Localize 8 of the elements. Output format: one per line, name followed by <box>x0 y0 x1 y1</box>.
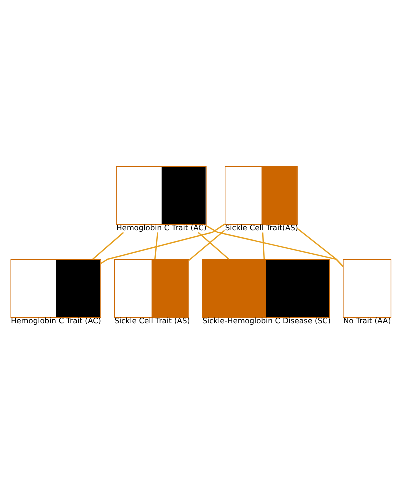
connector <box>198 232 230 260</box>
connector <box>262 232 266 259</box>
connector <box>100 223 226 264</box>
connector <box>296 228 344 267</box>
connector <box>92 232 124 260</box>
connector <box>154 232 159 259</box>
connector <box>188 230 226 261</box>
connector <box>206 224 344 267</box>
